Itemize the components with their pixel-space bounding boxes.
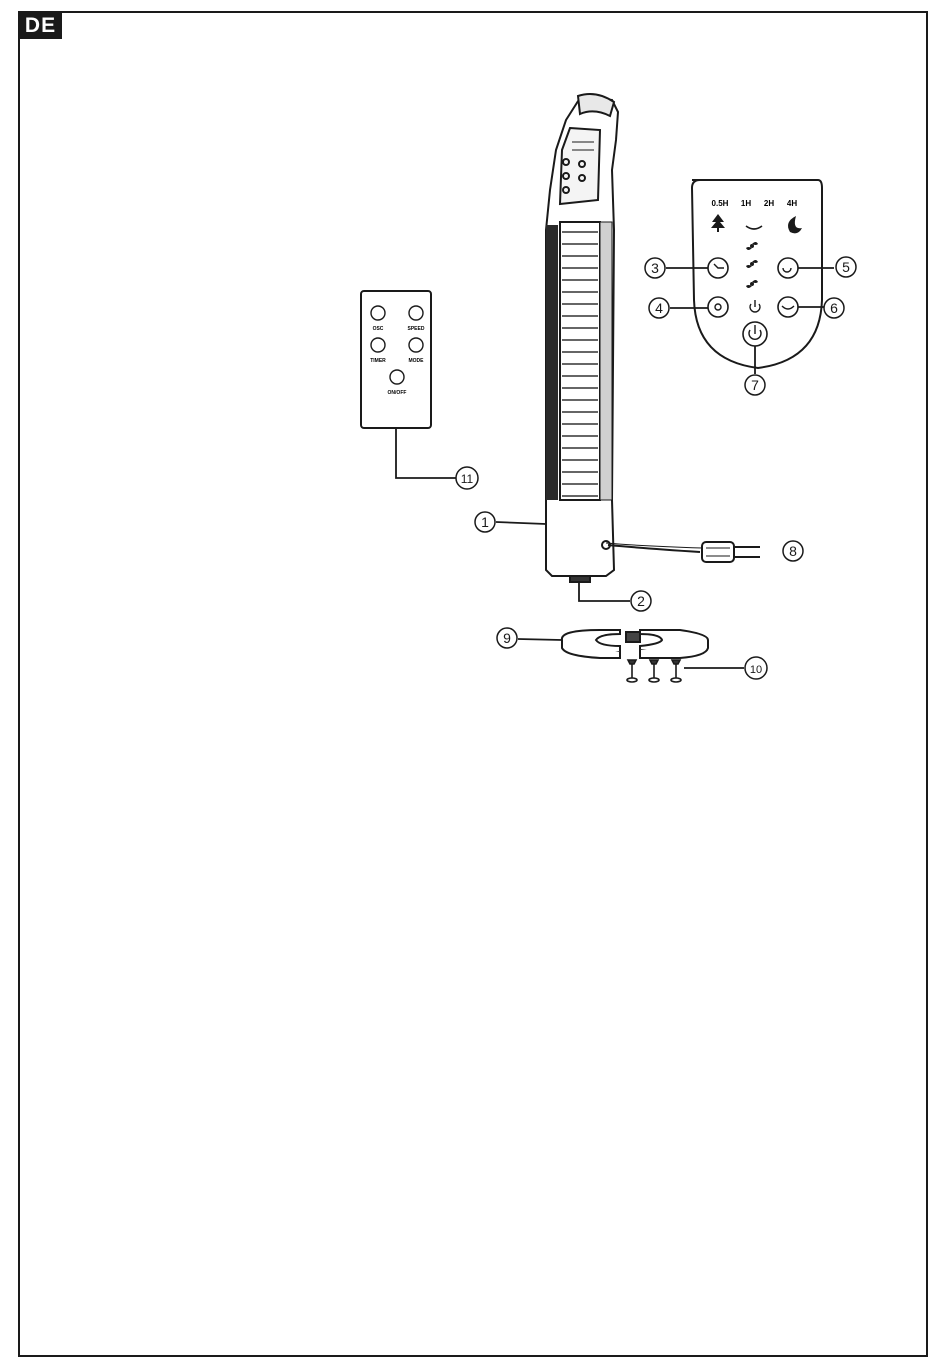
callout-7: 7 <box>751 377 759 393</box>
callout-1: 1 <box>481 514 489 530</box>
callout-5: 5 <box>842 259 850 275</box>
screws <box>627 660 681 682</box>
remote-label-onoff: ON/OFF <box>388 390 407 396</box>
callout-6: 6 <box>830 300 838 316</box>
callout-9: 9 <box>503 630 511 646</box>
panel-mode-button <box>778 258 798 278</box>
remote-label-mode: MODE <box>409 358 425 364</box>
control-panel: 0.5H 1H 2H 4H <box>692 180 822 368</box>
remote-osc-button <box>371 306 385 320</box>
remote-control: OSC SPEED TIMER MODE ON/OFF <box>361 291 431 428</box>
remote-speed-button <box>409 306 423 320</box>
base-halves <box>562 630 708 658</box>
callout-10: 10 <box>750 664 762 676</box>
remote-label-speed: SPEED <box>408 326 425 332</box>
tower-fan <box>546 94 618 582</box>
panel-osc-button <box>778 297 798 317</box>
callout-3: 3 <box>651 260 659 276</box>
remote-label-timer: TIMER <box>370 358 386 364</box>
remote-onoff-button <box>390 370 404 384</box>
panel-speed-button <box>708 297 728 317</box>
remote-mode-button <box>409 338 423 352</box>
callout-8: 8 <box>789 543 797 559</box>
callout-4: 4 <box>655 300 663 316</box>
timer-label-1h: 1H <box>741 199 751 208</box>
timer-label-2h: 2H <box>764 199 774 208</box>
callout-2: 2 <box>637 593 645 609</box>
timer-label-4h: 4H <box>787 199 797 208</box>
power-cord-plug <box>606 542 760 562</box>
timer-label-0.5h: 0.5H <box>712 199 729 208</box>
remote-label-osc: OSC <box>373 326 384 332</box>
remote-timer-button <box>371 338 385 352</box>
callout-11: 11 <box>461 472 474 486</box>
